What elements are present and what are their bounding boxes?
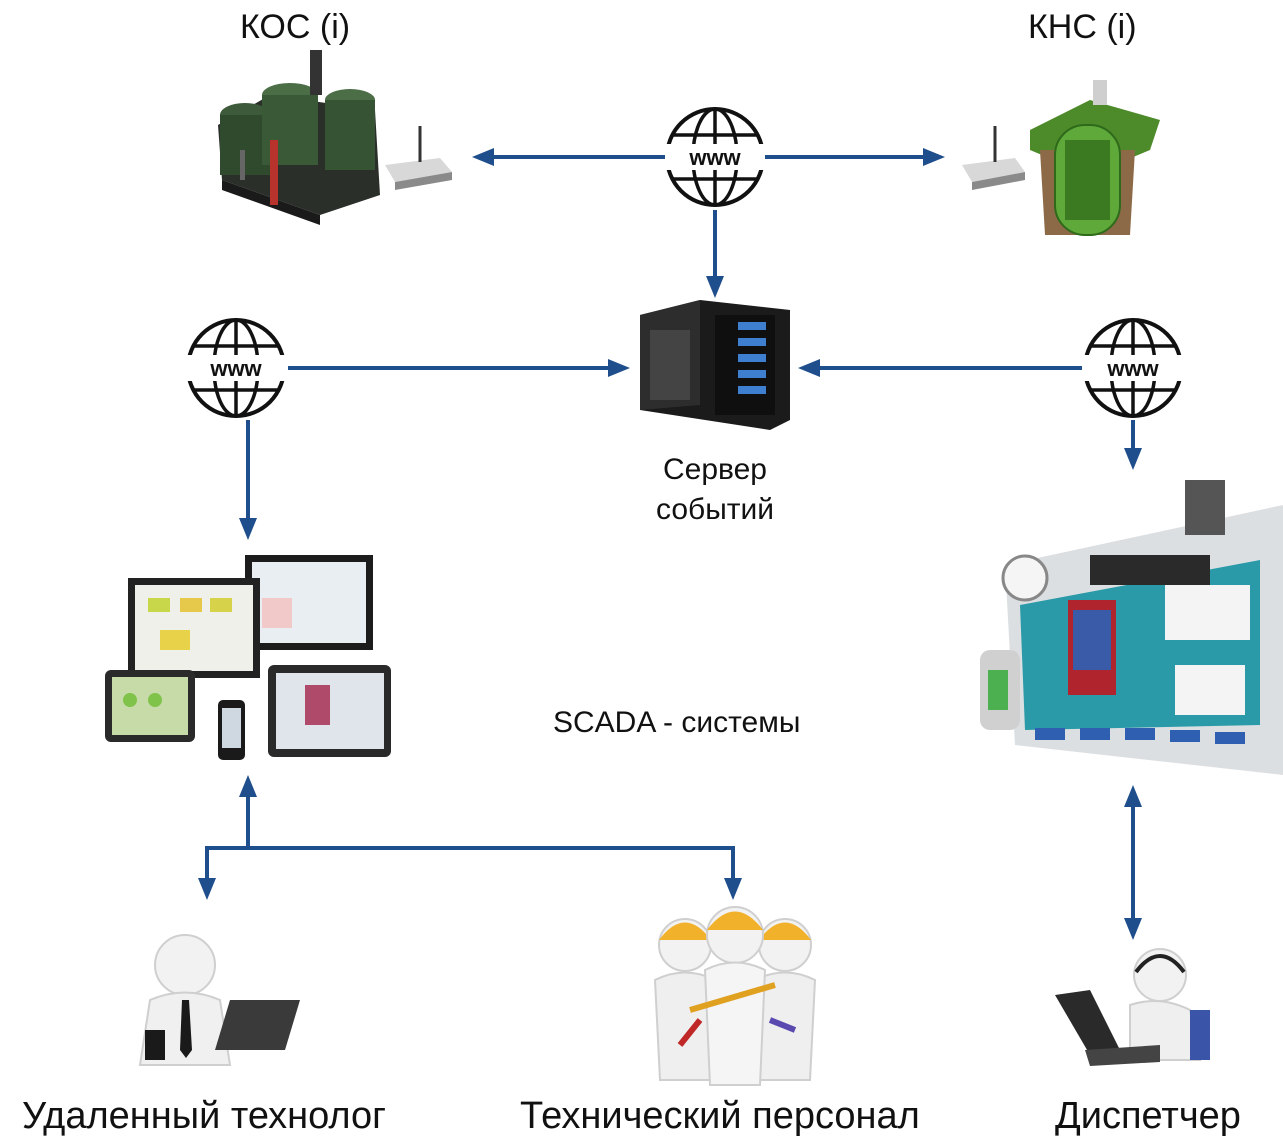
svg-text:www: www [1106, 356, 1159, 381]
server-label-line1: Сервер [662, 453, 767, 486]
technical-staff-figure-icon [653, 906, 817, 1086]
arrow-left-www-to-devices [239, 420, 257, 540]
router-kos-icon [385, 126, 452, 190]
arrow-staff-to-devices [198, 775, 742, 900]
technologist-figure-icon [138, 934, 300, 1066]
personnel-label: Технический персонал [520, 1095, 920, 1137]
arrow-left-www-to-server [288, 359, 630, 377]
kos-plant-icon [218, 50, 380, 225]
arrow-panel-dispatcher [1124, 785, 1142, 940]
dispatcher-label: Диспетчер [1055, 1095, 1241, 1137]
kns-label: КНС (i) [1028, 8, 1137, 46]
svg-text:www: www [688, 145, 741, 170]
www-globe-left-icon: www [184, 318, 288, 418]
www-globe-top-icon: www [663, 107, 767, 207]
www-globe-right-icon: www [1081, 318, 1185, 418]
arrow-right-www-to-panel [1124, 420, 1142, 470]
arrow-www-to-kos [472, 148, 665, 166]
control-panel-icon [980, 480, 1283, 775]
scada-label: SCADA - системы [553, 706, 801, 739]
dispatcher-figure-icon [1055, 948, 1210, 1066]
arrow-www-to-kns [765, 148, 945, 166]
server-label-line2: событий [655, 493, 775, 526]
arrow-right-www-to-server [798, 359, 1082, 377]
server-label: Сервер событий [630, 450, 800, 530]
server-rack-icon [640, 300, 790, 430]
kns-station-icon [1030, 80, 1160, 236]
arrow-www-to-server [706, 210, 724, 298]
scada-devices-icon [105, 555, 391, 760]
kos-label: КОС (i) [240, 8, 351, 46]
router-kns-icon [962, 126, 1025, 190]
technologist-label: Удаленный технолог [22, 1095, 387, 1137]
svg-text:www: www [209, 356, 262, 381]
